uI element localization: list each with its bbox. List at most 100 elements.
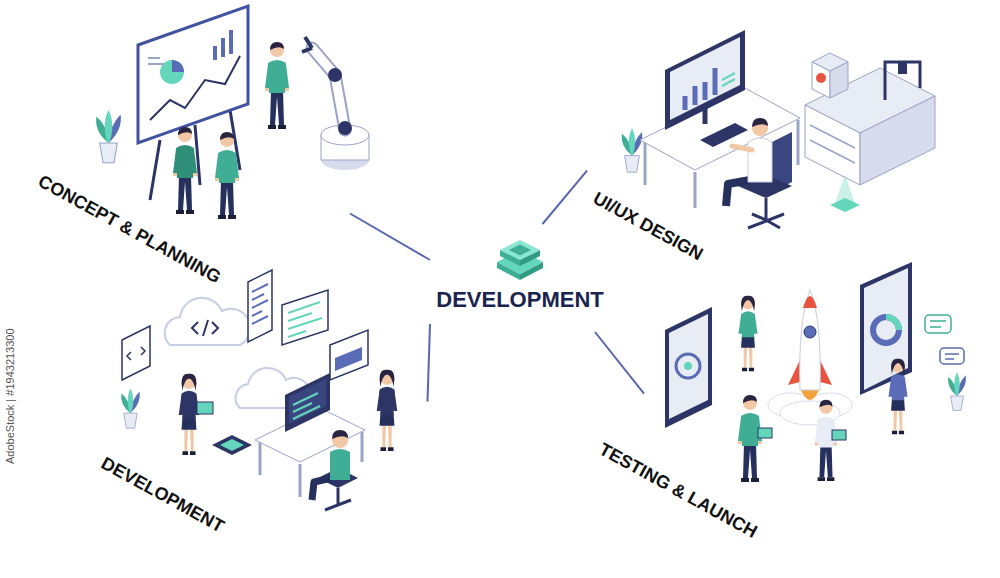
code-panel [248, 270, 272, 342]
monitor-screen [289, 379, 326, 424]
platform-shape [605, 308, 990, 534]
phone-screen [669, 314, 708, 419]
chair-base [748, 198, 784, 228]
torso [748, 138, 772, 182]
rocket-body [800, 290, 821, 390]
person [96, 110, 121, 163]
tablet [832, 430, 846, 440]
panel-image [335, 347, 362, 371]
plant [622, 128, 643, 172]
robot-joint [328, 68, 342, 82]
chart-line [150, 56, 240, 120]
arm [732, 146, 752, 150]
stage-platform: TESTING & LAUNCH [605, 308, 990, 534]
connector-line [350, 214, 430, 261]
hub-icon [497, 240, 543, 280]
printer-nozzle [898, 62, 907, 74]
bar-chart [215, 30, 231, 60]
stage-label: TESTING & LAUNCH [595, 438, 761, 543]
target-icon [684, 362, 692, 370]
development-scene [121, 270, 397, 510]
device-top [212, 435, 252, 455]
label-holder: AdobeStock | #1943213300 [4, 328, 17, 464]
platform-shape [100, 323, 475, 543]
phone [665, 307, 712, 428]
concept-scene [96, 6, 369, 219]
code-lines [252, 284, 268, 324]
drawer-lines [810, 125, 855, 163]
whiteboard [138, 6, 248, 143]
label-holder: CONCEPT & PLANNING [34, 170, 224, 288]
donut-slice [886, 317, 899, 330]
printer-front [812, 62, 830, 98]
platform-shape [575, 48, 960, 274]
platform-side [775, 158, 960, 274]
note-lines [148, 58, 164, 64]
platform-side [575, 150, 775, 274]
connector-line [543, 171, 588, 224]
plant [948, 372, 966, 410]
rocket-window [804, 326, 816, 338]
keyboard [700, 123, 748, 147]
label-holder: TESTING & LAUNCH [595, 438, 761, 543]
label-holder: DEVELOPMENT [97, 452, 228, 537]
robot-arm [312, 48, 345, 130]
tablet-display [860, 262, 912, 395]
printer-frame [885, 62, 920, 100]
torso [330, 449, 350, 480]
cabinet-side [860, 96, 935, 185]
stage-platform: CONCEPT & PLANNING [50, 54, 420, 272]
monitor [665, 30, 745, 130]
code-panel [122, 326, 150, 380]
monitor-screen [670, 37, 740, 120]
robot-arm [312, 48, 345, 130]
device-screen [220, 439, 244, 451]
stage-platform: UI/UX DESIGN [575, 48, 960, 274]
cloud [165, 298, 251, 345]
tablet [758, 428, 772, 438]
monitor [285, 373, 330, 432]
hair [332, 430, 348, 439]
chat-lines [945, 354, 959, 359]
person [173, 127, 197, 214]
diamond-outline [370, 212, 670, 372]
screen-lines [722, 73, 735, 86]
printer-side [830, 62, 848, 98]
code-icon [127, 347, 145, 360]
platform-side [290, 428, 475, 544]
platform-shape [50, 54, 420, 272]
watermark: AdobeStock | #1943213300 [4, 328, 17, 464]
chat-lines [930, 321, 946, 327]
tablet-screen [864, 268, 908, 390]
hub-label: DEVELOPMENT [436, 287, 603, 313]
label-holder: UI/UX DESIGN [590, 187, 708, 265]
platform-side [245, 161, 420, 271]
screen-code [293, 393, 320, 419]
robot-joint [338, 121, 352, 135]
person [738, 296, 757, 371]
stage-label: DEVELOPMENT [97, 452, 228, 537]
rocket-nose [803, 296, 817, 308]
chat-bubble [925, 315, 951, 333]
stage-platform: DEVELOPMENT [100, 323, 475, 543]
tablet [197, 402, 213, 414]
filament-spool [816, 73, 826, 83]
screen-bars [685, 68, 715, 110]
person [888, 359, 907, 434]
legs [726, 180, 750, 206]
icon-inset [509, 245, 531, 256]
chat-bubble [940, 348, 964, 364]
stage-label: CONCEPT & PLANNING [34, 170, 224, 288]
code-panel [282, 290, 328, 345]
plant [121, 388, 140, 428]
person [265, 42, 289, 129]
person [179, 374, 200, 455]
code-lines [288, 302, 322, 337]
pie-slice [172, 60, 184, 72]
connector-line [595, 332, 644, 394]
platform-side [795, 412, 990, 533]
hair [752, 118, 768, 127]
hologram-base [830, 198, 860, 212]
code-panel [330, 330, 368, 380]
person [215, 132, 239, 219]
